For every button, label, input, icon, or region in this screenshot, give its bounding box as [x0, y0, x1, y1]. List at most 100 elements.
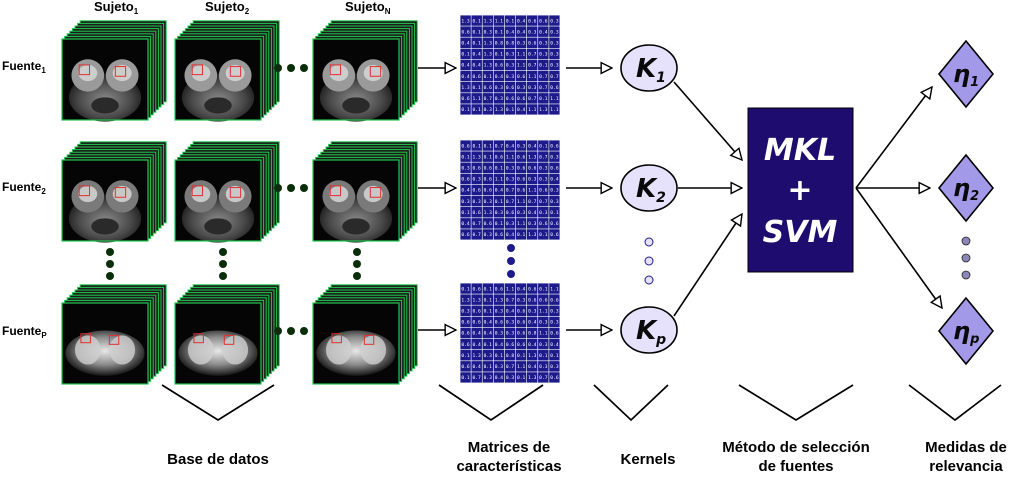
- matrix-cell-value: 0.4: [506, 143, 515, 149]
- matrix-cell-value: 0.3: [506, 165, 515, 171]
- relevance-2: η2: [937, 153, 995, 223]
- matrix-cell-value: 0.3: [550, 63, 559, 69]
- matrix-cell-value: 1.3: [484, 18, 493, 24]
- matrix-cell-value: 0.7: [528, 52, 537, 58]
- image-stack: [174, 141, 280, 243]
- mri-slice: [312, 38, 400, 122]
- matrix-cell-value: 0.3: [461, 308, 470, 314]
- dot: [219, 260, 227, 268]
- matrix-cell-value: 0.1: [539, 286, 548, 292]
- matrix-cell-value: 0.4: [528, 210, 537, 216]
- matrix-cell-value: 0.6: [473, 74, 482, 80]
- matrix-cell-value: 0.1: [473, 85, 482, 91]
- matrix-cell-value: 1.1: [528, 188, 537, 194]
- dot: [274, 327, 282, 335]
- arrow: [855, 87, 932, 189]
- mri-slice: [174, 159, 262, 243]
- matrix-cell-value: 0.6: [517, 177, 526, 183]
- matrix-cell-value: 1.3: [528, 154, 537, 160]
- dot: [507, 257, 515, 265]
- matrix-cell-value: 0.3: [495, 308, 504, 314]
- matrix-cell-value: 0.1: [461, 375, 470, 381]
- matrix-cell-value: 0.1: [495, 353, 504, 359]
- matrix-cell-value: 0.1: [484, 297, 493, 303]
- matrix-cell-value: 1.3: [473, 154, 482, 160]
- matrix-cell-value: 0.1: [506, 18, 515, 24]
- matrix-cell-value: 0.3: [517, 40, 526, 46]
- svg-text:η2: η2: [953, 174, 979, 204]
- dot: [106, 272, 114, 280]
- subject-n-label: SujetoN: [345, 0, 391, 16]
- matrix-background: [460, 283, 560, 383]
- matrix-cell-value: 0.3: [506, 74, 515, 80]
- svg-text:Kp: Kp: [636, 316, 666, 348]
- matrix-cell-value: 0.4: [517, 286, 526, 292]
- matrix-cell-value: 0.3: [539, 320, 548, 326]
- matrix-cell-value: 0.4: [495, 342, 504, 348]
- relevance-measures: η1 η2 ηp: [937, 39, 995, 366]
- arrow: [673, 81, 742, 160]
- matrix-cell-value: 0.4: [473, 52, 482, 58]
- dot: [644, 237, 654, 247]
- matrix-cell-value: 0.6: [461, 96, 470, 102]
- matrix-cell-value: 0.3: [539, 52, 548, 58]
- matrix-cell-value: 0.1: [539, 143, 548, 149]
- matrix-cell-value: 0.7: [528, 96, 537, 102]
- dot: [353, 248, 361, 256]
- matrix-border: [459, 139, 561, 241]
- chevron-method: [738, 384, 854, 421]
- matrix-cell-value: 0.3: [550, 364, 559, 370]
- matrix-cell-value: 0.3: [539, 342, 548, 348]
- group-chevrons: [161, 384, 1002, 422]
- matrix-cell-value: 0.6: [495, 320, 504, 326]
- matrix-cell-value: 0.1: [484, 143, 493, 149]
- dot: [644, 275, 654, 285]
- matrix-cell-value: 0.3: [528, 85, 537, 91]
- matrix-cell-value: 0.1: [461, 52, 470, 58]
- matrix-cell-value: 1.3: [528, 353, 537, 359]
- matrix-border: [459, 14, 561, 116]
- dot: [507, 244, 515, 252]
- matrix-cell-value: 0.4: [484, 331, 493, 337]
- matrix-cell-value: 0.6: [539, 18, 548, 24]
- dot: [106, 260, 114, 268]
- matrix-cell-value: 0.3: [461, 165, 470, 171]
- matrix-cell-value: 0.6: [473, 308, 482, 314]
- matrix-cell-value: 0.4: [528, 320, 537, 326]
- image-stack: [174, 284, 280, 385]
- matrix-cell-value: 0.6: [495, 232, 504, 238]
- matrix-cell-value: 0.6: [550, 143, 559, 149]
- matrix-cell-value: 0.6: [550, 375, 559, 381]
- matrix-cell-value: 0.3: [461, 199, 470, 205]
- dot: [287, 184, 295, 192]
- matrix-cell-value: 0.1: [517, 375, 526, 381]
- caption-method-line1: Método de selección: [722, 439, 870, 456]
- matrix-cell-value: 0.6: [484, 188, 493, 194]
- matrix-cell-value: 0.1: [484, 342, 493, 348]
- matrix-cell-value: 0.4: [473, 63, 482, 69]
- matrix-cell-value: 0.6: [517, 154, 526, 160]
- dot: [300, 327, 308, 335]
- matrix-cell-value: 0.4: [473, 331, 482, 337]
- matrix-cell-value: 1.3: [473, 353, 482, 359]
- matrix-cell-value: 0.4: [461, 188, 470, 194]
- matrix-cell-value: 0.3: [528, 29, 537, 35]
- method-svm-label: SVM: [763, 215, 838, 250]
- matrix-cell-value: 0.6: [461, 177, 470, 183]
- matrix-cell-value: 0.1: [550, 210, 559, 216]
- image-stack: [174, 20, 280, 122]
- matrix-cell-value: 1.1: [517, 199, 526, 205]
- matrix-cell-value: 0.4: [528, 364, 537, 370]
- matrix-cell-value: 0.6: [484, 177, 493, 183]
- matrix-cell-value: 0.7: [539, 375, 548, 381]
- image-stack: [312, 284, 418, 385]
- matrix-cell-value: 0.6: [461, 29, 470, 35]
- matrix-cell-value: 0.4: [506, 308, 515, 314]
- svg-text:K1: K1: [636, 54, 666, 86]
- matrix-cell-value: 0.1: [461, 286, 470, 292]
- matrix-cell-value: 0.4: [539, 29, 548, 35]
- matrix-cell-value: 0.7: [473, 221, 482, 227]
- matrix-cell-value: 0.6: [528, 40, 537, 46]
